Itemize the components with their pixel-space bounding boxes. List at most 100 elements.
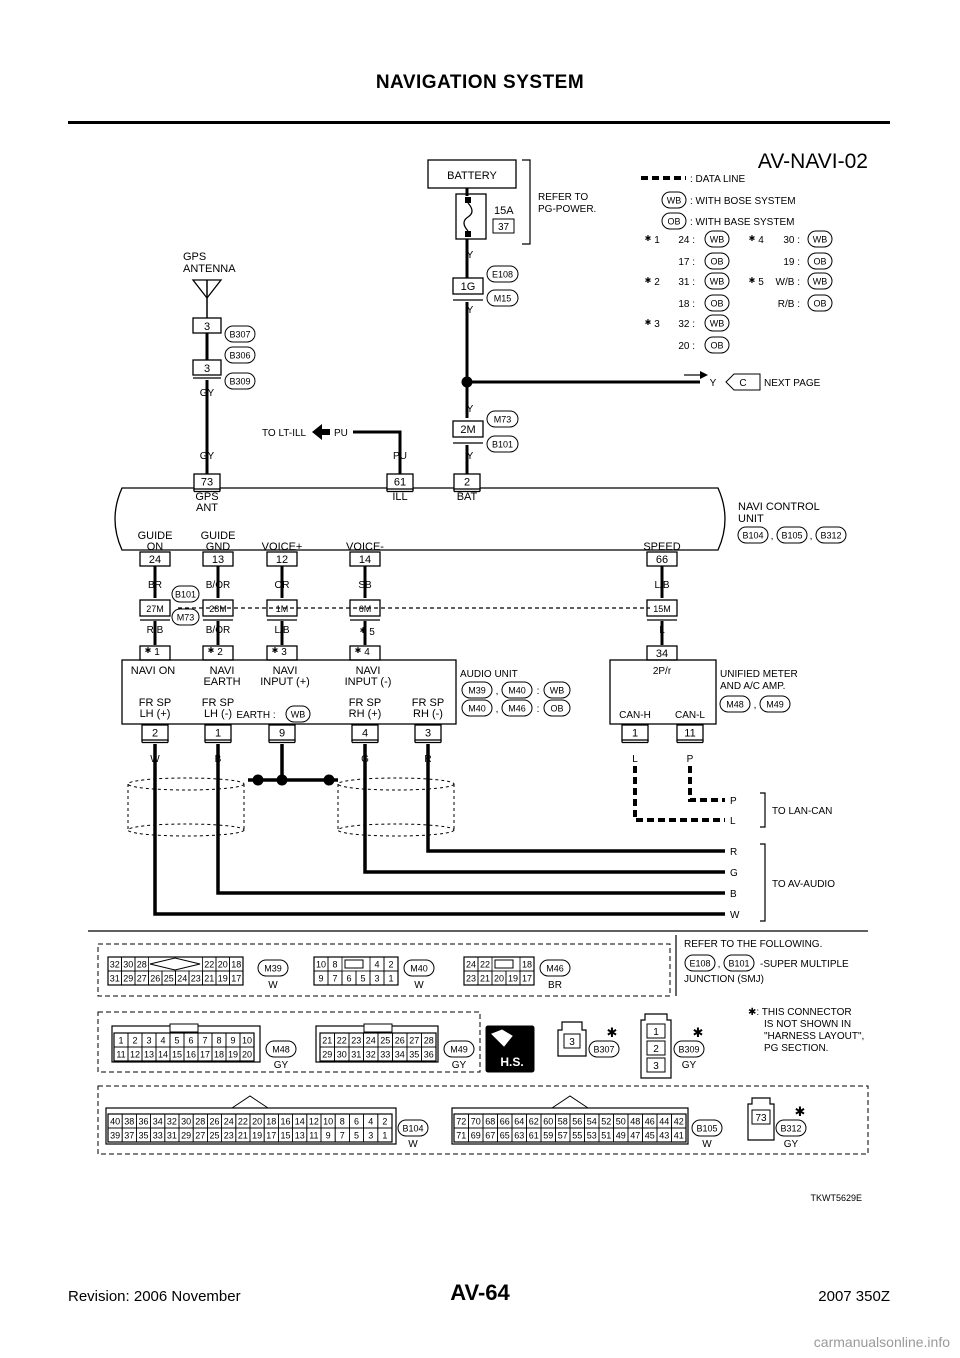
cavity-number: 12 xyxy=(309,1117,319,1127)
connector-pin-box xyxy=(141,724,169,741)
cavity-number: 57 xyxy=(558,1131,568,1141)
connector-cavity xyxy=(229,970,244,986)
cavity-number: 22 xyxy=(238,1117,248,1127)
joint-connector-box xyxy=(139,599,171,617)
connector-tag-b312 xyxy=(815,526,847,544)
cavity-number: 4 xyxy=(368,1117,373,1127)
cavity-number: 24 xyxy=(177,974,187,984)
unit-name: NAVI CONTROL xyxy=(738,501,820,513)
cavity-number: 49 xyxy=(616,1131,626,1141)
wire-color-label: R/B xyxy=(147,625,164,636)
cavity-number: 6 xyxy=(354,1117,359,1127)
terminal-name: FR SP xyxy=(412,697,444,709)
fuse-number: 37 xyxy=(498,222,510,233)
cavity-number: 28 xyxy=(137,960,147,970)
connector-pin-box xyxy=(193,473,221,490)
connector-color: GY xyxy=(682,1060,697,1071)
next-page-pointer xyxy=(725,373,761,391)
connector-lock-icon xyxy=(494,959,514,969)
cavity-number: 19 xyxy=(508,974,518,984)
terminal-name: ANT xyxy=(196,502,218,514)
cavity-number: 3 xyxy=(146,1036,151,1046)
star-mark-number: 1 xyxy=(654,235,660,246)
cavity-number: 29 xyxy=(123,974,133,984)
cavity-number: 32 xyxy=(366,1050,376,1060)
to-av-audio-text: TO AV-AUDIO xyxy=(772,879,835,890)
wire-pu xyxy=(353,430,402,476)
terminal-name: INPUT (-) xyxy=(345,676,392,688)
connector-id: M46 xyxy=(546,964,564,974)
legend-wb-tag xyxy=(661,191,687,209)
cavity-number: 3 xyxy=(569,1037,575,1048)
terminal-name: SPEED xyxy=(643,541,680,553)
cavity-number: 28 xyxy=(424,1036,434,1046)
connector-lock-icon xyxy=(149,957,201,971)
cavity-number: 20 xyxy=(252,1117,262,1127)
star-note-text: ✱: THIS CONNECTOR xyxy=(748,1007,852,1018)
connector-tag-m46 xyxy=(539,959,571,977)
connector-id: B307 xyxy=(593,1045,614,1055)
connector-id: M39 xyxy=(264,964,282,974)
cavity-number: 51 xyxy=(601,1131,611,1141)
separator-comma: , xyxy=(754,700,757,711)
connector-cavity xyxy=(646,1023,666,1039)
cavity-number: 35 xyxy=(409,1050,419,1060)
cavity-number: 19 xyxy=(218,974,228,984)
star-icon: ✱ xyxy=(645,234,652,243)
star-mark-number: 4 xyxy=(364,647,370,658)
terminal-name: GUIDE xyxy=(138,530,173,542)
cavity-number: 29 xyxy=(181,1131,191,1141)
connector-id: M49 xyxy=(766,700,784,710)
connector-tag-b104 xyxy=(737,526,769,544)
connector-cavity xyxy=(563,1033,581,1049)
note-system-tag xyxy=(807,252,833,270)
cavity-number: 25 xyxy=(209,1131,219,1141)
cavity-number: 23 xyxy=(466,974,476,984)
cavity-number: 46 xyxy=(645,1117,655,1127)
footer-revision: Revision: 2006 November xyxy=(68,1288,241,1305)
unit-name: UNIFIED METER xyxy=(720,669,798,680)
cavity-number: 68 xyxy=(485,1117,495,1127)
pin-number: 2M xyxy=(460,424,475,436)
connector-id: B101 xyxy=(175,590,196,600)
wire-color-label: OR xyxy=(275,580,290,591)
star-mark-number: 5 xyxy=(758,277,764,288)
cavity-number: 32 xyxy=(167,1117,177,1127)
terminal-name: VOICE+ xyxy=(262,541,303,553)
shield-ellipse xyxy=(127,777,245,791)
cavity-number: 3 xyxy=(368,1131,373,1141)
connector-face-outline xyxy=(451,1107,689,1145)
cavity-number: 21 xyxy=(238,1131,248,1141)
shield-splice-dot xyxy=(323,774,335,786)
connector-tag-b101 xyxy=(171,585,200,603)
cavity-number: 63 xyxy=(514,1131,524,1141)
connector-id: OB xyxy=(667,217,680,227)
note-system-tag xyxy=(704,314,730,332)
shield-splice-dot xyxy=(252,774,264,786)
connector-id: B312 xyxy=(780,1124,801,1134)
connector-id: WB xyxy=(550,686,565,696)
wire-color-label: Y xyxy=(467,404,474,415)
note-pin: 31 : xyxy=(678,277,695,288)
connector-id: B306 xyxy=(229,351,250,361)
note-system-tag xyxy=(704,294,730,312)
cavity-number: 11 xyxy=(116,1050,125,1060)
star-icon: ✱ xyxy=(360,626,367,635)
header-rule xyxy=(68,121,890,124)
wire-color-label: L xyxy=(730,816,736,827)
cavity-number: 5 xyxy=(354,1131,359,1141)
joint-connector-box xyxy=(452,277,484,295)
cavity-number: 10 xyxy=(323,1117,333,1127)
connector-id: WB xyxy=(291,710,306,720)
cavity-number: 5 xyxy=(360,974,365,984)
connector-id: B309 xyxy=(229,377,250,387)
footer-model: 2007 350Z xyxy=(818,1288,890,1305)
wire-color-label: Y xyxy=(467,451,474,462)
cavity-number: 24 xyxy=(466,960,476,970)
note-pin: 30 : xyxy=(783,235,800,246)
cavity-number: 43 xyxy=(659,1131,669,1141)
terminal-name: INPUT (+) xyxy=(260,676,310,688)
